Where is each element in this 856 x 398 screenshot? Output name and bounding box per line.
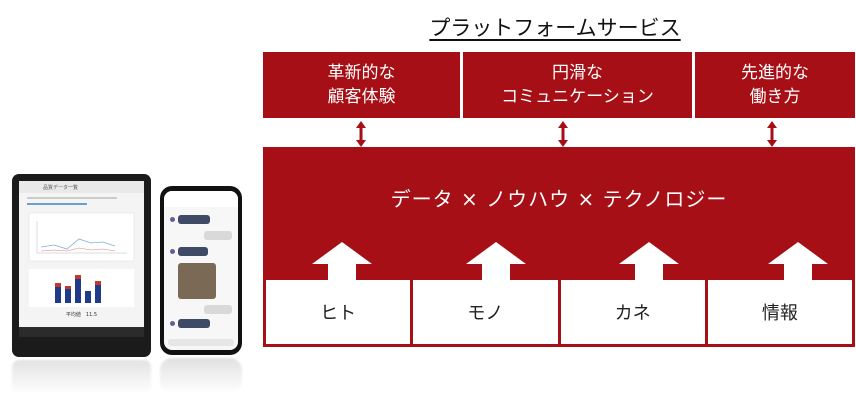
tablet-screen: 品質データ一覧 平均値 11.5 xyxy=(19,181,144,337)
tablet-device-image: 品質データ一覧 平均値 11.5 xyxy=(12,174,151,357)
up-arrow-icon xyxy=(768,242,828,284)
value-box-line2: 働き方 xyxy=(749,87,801,107)
up-arrow-icon xyxy=(619,242,679,284)
chat-bubble xyxy=(178,319,210,328)
value-box-line2: 顧客体験 xyxy=(327,87,396,107)
chat-photo xyxy=(178,263,216,299)
tablet-link-line xyxy=(27,203,87,205)
value-box-line2: コミュニケーション xyxy=(501,87,654,107)
phone-header xyxy=(164,191,238,207)
phone-screen xyxy=(164,191,238,350)
value-box-line1: 先進的な xyxy=(741,63,809,83)
tablet-bar-chart xyxy=(29,269,134,307)
avatar xyxy=(170,249,175,254)
tablet-text-line xyxy=(27,197,117,199)
tablet-footer-text: 平均値 11.5 xyxy=(65,312,98,318)
value-box-line1: 革新的な xyxy=(327,63,396,83)
chat-input xyxy=(168,339,234,346)
value-box-communication: 円滑な コミュニケーション xyxy=(463,52,692,118)
up-arrow-icon xyxy=(466,242,526,284)
chat-bubble xyxy=(178,215,210,224)
chat-bubble xyxy=(204,231,232,240)
resource-information: 情報 xyxy=(707,280,852,344)
chat-bubble xyxy=(178,247,208,256)
double-arrow-icon xyxy=(557,121,569,147)
chat-bubble xyxy=(204,305,232,314)
tablet-header-text: 品質データ一覧 xyxy=(19,181,144,193)
value-box-workstyle: 先進的な 働き方 xyxy=(695,52,855,118)
resource-things: モノ xyxy=(413,280,558,344)
resource-people: ヒト xyxy=(266,280,411,344)
up-arrow-icon xyxy=(312,242,372,284)
tablet-nav-bar xyxy=(19,327,144,337)
tablet-reflection xyxy=(12,360,151,394)
phone-reflection xyxy=(160,358,242,394)
avatar xyxy=(170,321,175,326)
value-box-line1: 円滑な xyxy=(552,63,603,83)
tablet-chart xyxy=(28,212,135,262)
double-arrow-icon xyxy=(355,121,367,147)
platform-title: プラットフォームサービス xyxy=(429,16,681,40)
formula-text: データ × ノウハウ × テクノロジー xyxy=(390,187,728,211)
value-box-customer-experience: 革新的な 顧客体験 xyxy=(263,52,460,118)
resource-row: ヒト モノ カネ 情報 xyxy=(266,280,852,344)
double-arrow-icon xyxy=(766,121,778,147)
avatar xyxy=(170,217,175,222)
resource-money: カネ xyxy=(560,280,705,344)
phone-device-image xyxy=(160,186,242,355)
